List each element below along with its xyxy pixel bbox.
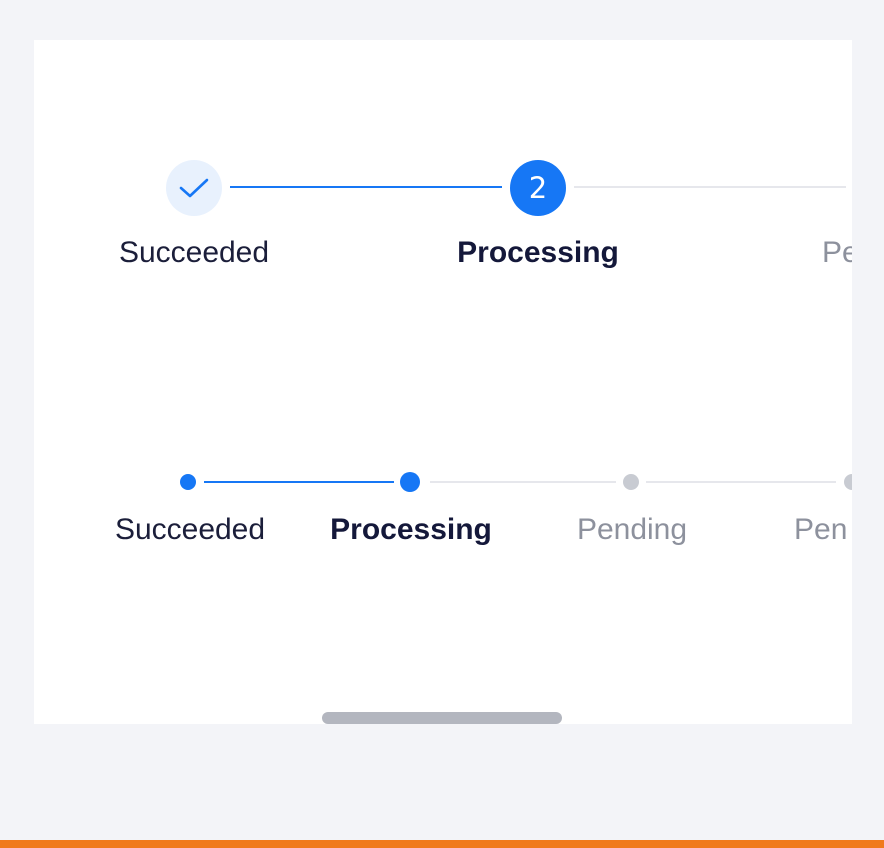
- step-label-pending: Pe: [822, 236, 852, 269]
- steps-card: 2 Succeeded Processing Pe Succeeded Proc…: [34, 40, 852, 724]
- step-number: 2: [528, 171, 548, 205]
- step-label-processing: Processing: [457, 236, 619, 269]
- dot-connector-pending-2: [646, 481, 836, 483]
- dot-pending-1: [623, 474, 639, 490]
- dot-label-succeeded: Succeeded: [114, 513, 266, 546]
- horizontal-scrollbar[interactable]: [322, 712, 562, 724]
- step-connector-pending: [574, 186, 846, 188]
- dot-processing: [400, 472, 420, 492]
- dot-succeeded: [180, 474, 196, 490]
- dot-label-processing: Processing: [330, 513, 492, 546]
- bottom-accent-bar: [0, 840, 884, 848]
- dot-connector-done: [204, 481, 394, 483]
- step-label-succeeded: Succeeded: [118, 236, 270, 269]
- dot-connector-pending-1: [430, 481, 616, 483]
- dot-label-pending-edge: Pen: [794, 513, 848, 546]
- step-connector-done: [230, 186, 502, 188]
- dot-label-pending: Pending: [576, 513, 688, 546]
- step-succeeded-circle: [166, 160, 222, 216]
- check-icon: [179, 178, 209, 198]
- step-processing-circle: 2: [510, 160, 566, 216]
- dot-pending-2: [844, 474, 852, 490]
